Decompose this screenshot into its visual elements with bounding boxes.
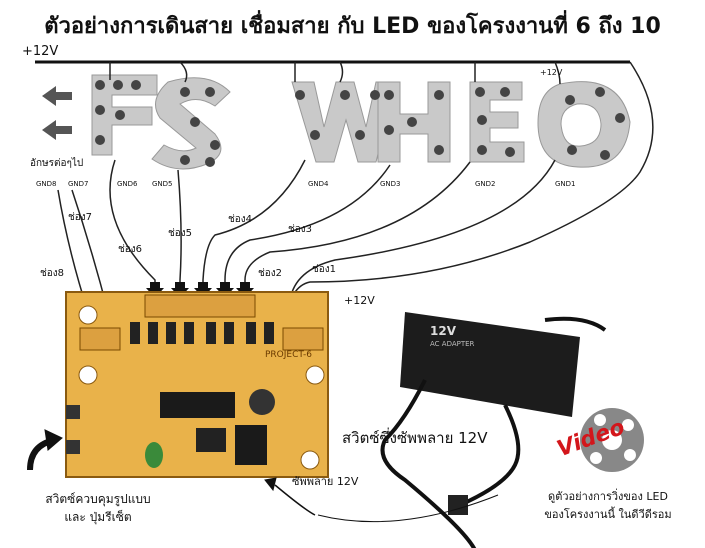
channel-3-label: ช่อง3: [288, 224, 313, 235]
video-note: ดูตัวอย่างการวิ่งของ LED ของโครงงานนี้ ใ…: [518, 488, 698, 524]
channel-wires: [57, 159, 556, 313]
gnd4-label: GND4: [308, 180, 329, 188]
channel-6-label: ช่อง6: [118, 244, 143, 255]
gnd6-label: GND6: [117, 180, 138, 188]
video-reel-icon: [580, 408, 644, 472]
led-dots: [95, 80, 625, 167]
gnd3-label: GND3: [380, 180, 401, 188]
gnd5-label: GND5: [152, 180, 173, 188]
pointer-arrows: [27, 429, 499, 523]
adapter-sub: AC ADAPTER: [430, 340, 475, 348]
channel-1-label: ช่อง1: [312, 264, 337, 275]
gnd1-label: GND1: [555, 180, 576, 188]
channel-5-label: ช่อง5: [168, 228, 193, 239]
power-switch-label: สวิตซ์ซึ่งซัพพลาย 12V: [342, 429, 488, 447]
gnd2-label: GND2: [475, 180, 496, 188]
next-letters-label: อักษรต่อๆไป: [30, 158, 84, 169]
adapter-text: 12V: [430, 324, 456, 338]
rail-label: +12V: [22, 44, 59, 59]
led-letter-panels: [91, 74, 631, 170]
video-note-line-2: ของโครงงานนี้ ในดีวีดีรอม: [544, 508, 672, 521]
control-switch-line-1: สวิตซ์ควบคุมรูปแบบ: [45, 492, 151, 506]
pcb-project-label: PROJECT-6: [265, 350, 313, 360]
gnd8-label: GND8: [36, 180, 57, 188]
channel-2-label: ช่อง2: [258, 268, 283, 279]
control-switch-line-2: และ ปุ่มรีเซ็ต: [64, 510, 132, 524]
control-switch-label: สวิตซ์ควบคุมรูปแบบ และ ปุ่มรีเซ็ต: [18, 490, 178, 526]
rail-label-small: +12V: [540, 68, 563, 77]
rail-drops: [109, 61, 654, 323]
pcb-plus-label: +12V: [344, 294, 375, 307]
video-note-line-1: ดูตัวอย่างการวิ่งของ LED: [548, 490, 668, 503]
channel-8-label: ช่อง8: [40, 268, 65, 279]
gnd7-label: GND7: [68, 180, 89, 188]
supply-label: ซัพพลาย 12V: [292, 475, 359, 488]
next-letter-arrows: [42, 86, 72, 140]
pcb-board: [65, 291, 329, 478]
channel-4-label: ช่อง4: [228, 214, 253, 225]
page-title: ตัวอย่างการเดินสาย เชื่อมสาย กับ LED ของ…: [44, 14, 661, 39]
ac-adapter: [380, 312, 607, 548]
channel-7-label: ช่อง7: [68, 212, 93, 223]
